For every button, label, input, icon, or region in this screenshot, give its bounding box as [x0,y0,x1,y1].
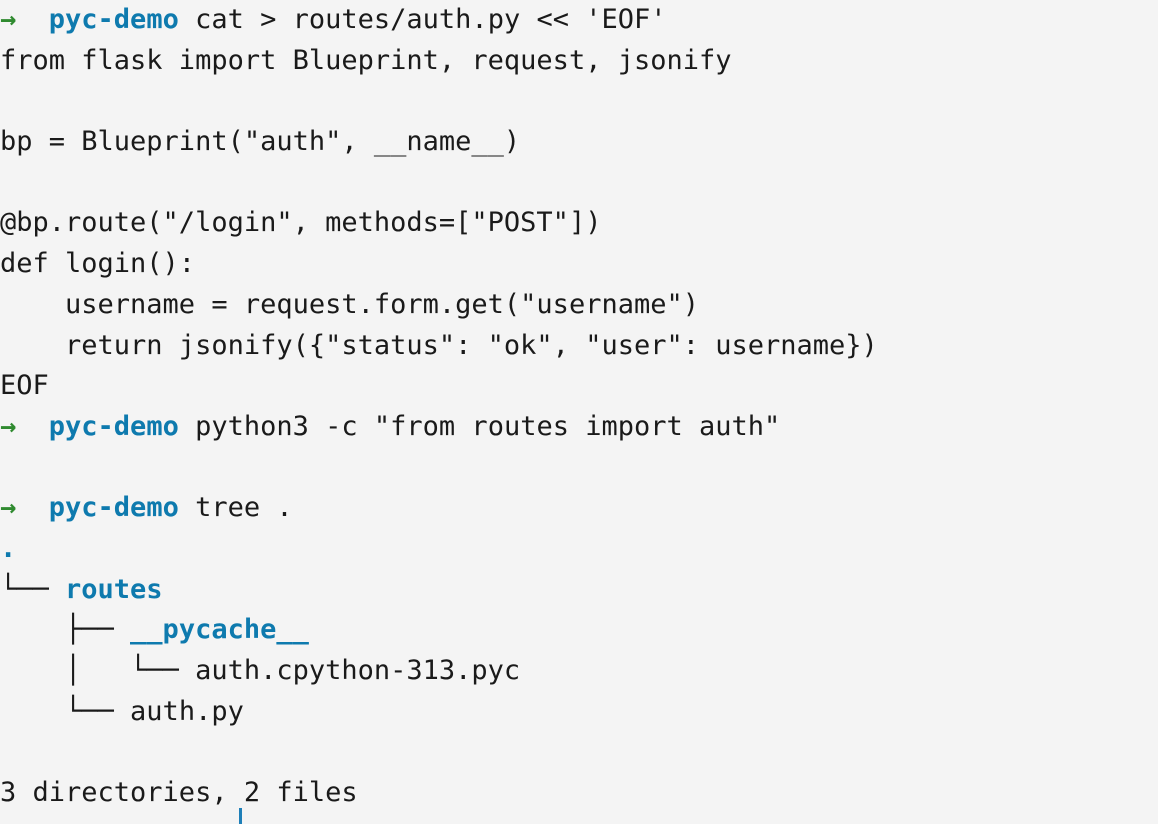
prompt-arrow-icon: → [0,410,17,442]
prompt-context: pyc-demo [48,4,179,35]
command-text: python3 -c "from routes import auth" [195,410,781,442]
output-line-return: return jsonify({"status": "ok", "user": … [0,329,878,361]
prompt-line-python3: → pyc-demo python3 -c "from routes impor… [0,407,1158,448]
tree-root-label: . [0,532,17,564]
output-line-blank-2 [0,163,1158,204]
output-line-blank-4 [0,732,1158,773]
tree-item-auth-py: └── auth.py [0,692,1158,733]
tree-branch-glyph: └── [0,695,131,727]
output-line-bp: bp = Blueprint("auth", __name__) [0,126,521,158]
output-line-import: from flask import Blueprint, request, js… [0,44,732,76]
prompt-line-tree: → pyc-demo tree . [0,488,1158,529]
output-line-def-login: def login(): [0,248,196,280]
output-line-blank-3 [0,448,1158,489]
tree-root: . [0,529,1158,570]
tree-branch-glyph: ├── [0,614,131,646]
tree-summary: 3 directories, 2 files [0,777,358,809]
tree-item-pycache: ├── __pycache__ [0,610,1158,651]
tree-branch-glyph: │ └── [0,655,196,686]
output-line-route-decorator: @bp.route("/login", methods=["POST"]) [0,207,602,239]
prompt-line-cat: → pyc-demo cat > routes/auth.py << 'EOF' [0,0,1158,41]
prompt-context: pyc-demo [48,410,179,442]
output-line-blank-1 [0,81,1158,122]
command-text: tree . [195,492,293,524]
tree-item-pyc-file: │ └── auth.cpython-313.pyc [0,651,1158,692]
prompt-context: pyc-demo [48,492,179,524]
output-line-eof: EOF [0,370,49,402]
command-text: cat > routes/auth.py << 'EOF' [195,4,667,35]
prompt-arrow-icon: → [0,492,17,524]
tree-dir-name: __pycache__ [130,614,309,646]
prompt-arrow-icon: → [0,4,17,35]
text-cursor [239,808,242,824]
tree-file-name: auth.cpython-313.pyc [195,655,521,686]
tree-file-name: auth.py [130,695,244,727]
output-line-username: username = request.form.get("username") [0,288,699,320]
tree-branch-glyph: └── [0,573,66,605]
tree-item-routes: └── routes [0,570,1158,611]
tree-dir-name: routes [65,573,163,605]
